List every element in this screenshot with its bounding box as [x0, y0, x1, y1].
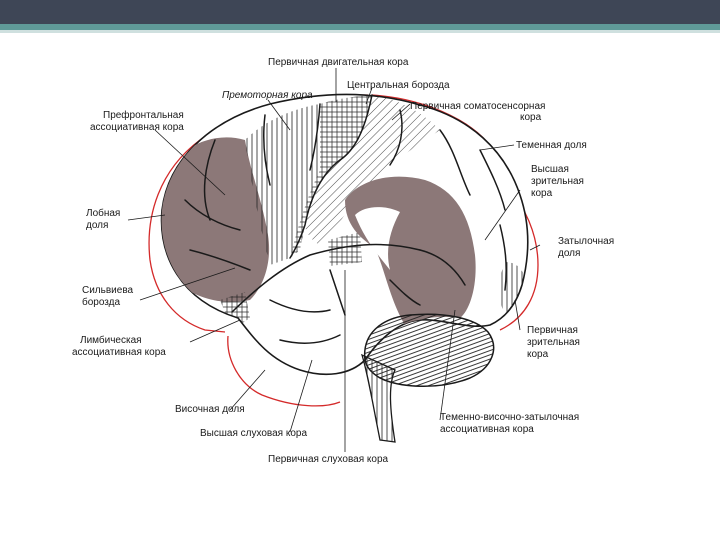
label-tpo-line2: ассоциативная кора	[440, 424, 534, 435]
label-central-sulcus: Центральная борозда	[347, 80, 450, 91]
label-primary-visual-line3: кора	[527, 349, 549, 360]
label-higher-visual-line3: кора	[531, 188, 553, 199]
brain-stem	[360, 353, 396, 443]
leader-lines	[127, 68, 541, 452]
auditory-grid-patch	[328, 232, 362, 266]
label-occipital-lobe-line2: доля	[558, 248, 581, 259]
brain-hemisphere	[160, 93, 529, 443]
primary-motor-area	[290, 95, 372, 258]
label-limbic-line2: ассоциативная кора	[72, 347, 166, 358]
label-primary-visual-line1: Первичная	[527, 325, 578, 336]
label-limbic-line1: Лимбическая	[80, 335, 142, 346]
label-primary-visual-line2: зрительная	[527, 337, 580, 348]
label-sylvian-line2: борозда	[82, 297, 121, 308]
slide-header-accent	[0, 24, 720, 30]
slide-header-bar	[0, 0, 720, 24]
label-sylvian-line1: Сильвиева	[82, 285, 134, 296]
label-occipital-lobe-line1: Затылочная	[558, 236, 615, 247]
somatosensory-area	[305, 95, 440, 245]
label-primary-auditory: Первичная слуховая кора	[268, 454, 389, 465]
label-higher-auditory: Высшая слуховая кора	[200, 428, 308, 439]
label-higher-visual-line2: зрительная	[531, 176, 584, 187]
label-parietal-lobe: Теменная доля	[516, 140, 587, 151]
label-prefrontal-line2: ассоциативная кора	[90, 122, 184, 133]
slide-header-accent-light	[0, 30, 720, 33]
label-higher-visual-line1: Высшая	[531, 164, 569, 175]
label-somatosensory-line2: кора	[520, 112, 542, 123]
temporal-lobe-boundary	[227, 335, 341, 407]
label-frontal-lobe-line1: Лобная	[86, 208, 121, 219]
label-temporal-lobe: Височная доля	[175, 404, 245, 415]
brain-sulci	[184, 94, 507, 345]
label-prefrontal-line1: Префронтальная	[103, 110, 184, 121]
label-primary-motor: Первичная двигательная кора	[268, 57, 409, 68]
label-frontal-lobe-line2: доля	[86, 220, 109, 231]
label-tpo-line1: Теменно-височно-затылочная	[440, 412, 580, 423]
label-somatosensory-line1: Первичная соматосенсорная	[410, 101, 546, 112]
label-premotor: Премоторная кора	[222, 90, 313, 101]
